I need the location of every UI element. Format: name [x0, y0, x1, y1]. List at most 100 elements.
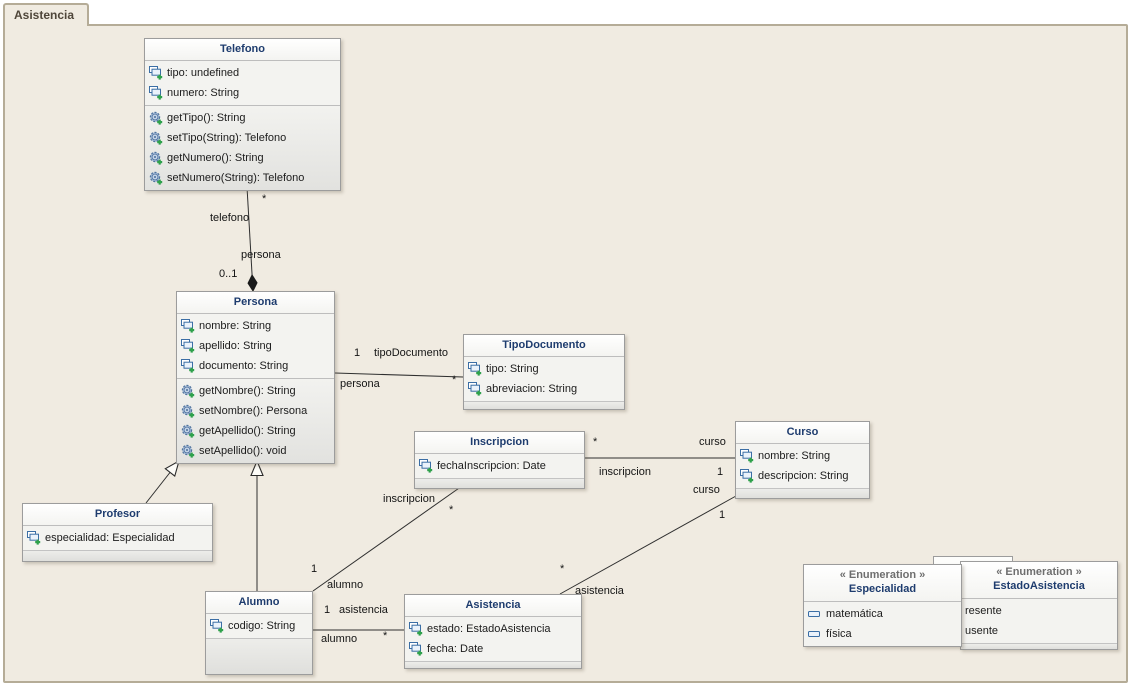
- attribute-row[interactable]: fecha: Date: [405, 639, 581, 659]
- class-persona[interactable]: Persona nombre: String apellido: String doc…: [176, 291, 335, 464]
- edge-label[interactable]: 1: [311, 563, 318, 575]
- member-label: descripcion: String: [758, 470, 849, 482]
- edge-label[interactable]: 1: [717, 466, 724, 478]
- class-title: Persona: [177, 292, 334, 314]
- operation-row[interactable]: getApellido(): String: [177, 421, 334, 441]
- operation-row[interactable]: setApellido(): void: [177, 441, 334, 461]
- operation-icon: [181, 424, 195, 438]
- edge-label[interactable]: *: [593, 436, 598, 448]
- edge-label[interactable]: inscripcion: [599, 466, 651, 478]
- edge-label[interactable]: asistencia: [575, 585, 624, 597]
- class-title: Profesor: [23, 504, 212, 526]
- edge-label[interactable]: *: [262, 193, 267, 205]
- attributes-compartment: tipo: undefined numero: String: [145, 61, 340, 105]
- enum-literal-row[interactable]: usente: [961, 621, 1117, 641]
- edge-label[interactable]: alumno: [327, 579, 364, 591]
- member-label: matemática: [826, 608, 883, 620]
- edge-label[interactable]: telefono: [210, 212, 250, 224]
- edge-label[interactable]: *: [383, 630, 388, 642]
- diagram-tab-label: Asistencia: [14, 8, 75, 22]
- edge-label[interactable]: persona: [340, 378, 380, 390]
- edge-label[interactable]: curso: [693, 484, 720, 496]
- edge-curso-asistencia[interactable]: [559, 495, 737, 595]
- empty-operations-compartment: [206, 638, 312, 674]
- operation-row[interactable]: setNombre(): Persona: [177, 401, 334, 421]
- edge-label[interactable]: 1: [324, 604, 331, 616]
- operation-row[interactable]: getNumero(): String: [145, 148, 340, 168]
- operation-icon: [181, 384, 195, 398]
- attribute-icon: [740, 469, 754, 483]
- member-label: apellido: String: [199, 340, 272, 352]
- attribute-row[interactable]: nombre: String: [177, 316, 334, 336]
- attribute-row[interactable]: numero: String: [145, 83, 340, 103]
- edge-label[interactable]: persona: [241, 249, 281, 261]
- attribute-row[interactable]: apellido: String: [177, 336, 334, 356]
- edge-alumno-inscripcion[interactable]: [312, 485, 463, 592]
- member-label: numero: String: [167, 87, 240, 99]
- operation-row[interactable]: setTipo(String): Telefono: [145, 128, 340, 148]
- attribute-icon: [740, 449, 754, 463]
- attribute-row[interactable]: documento: String: [177, 356, 334, 376]
- operation-row[interactable]: getTipo(): String: [145, 108, 340, 128]
- attribute-row[interactable]: codigo: String: [206, 616, 312, 636]
- attribute-row[interactable]: tipo: String: [464, 359, 624, 379]
- member-label: tipo: undefined: [167, 67, 240, 79]
- enum-especialidad[interactable]: « Enumeration »Especialidad matemática fís…: [803, 564, 962, 647]
- diagram-tab[interactable]: Asistencia: [3, 3, 89, 26]
- operation-row[interactable]: setNumero(String): Telefono: [145, 168, 340, 188]
- member-label: setNumero(String): Telefono: [167, 172, 305, 184]
- edge-label[interactable]: *: [449, 504, 454, 516]
- attribute-row[interactable]: descripcion: String: [736, 466, 869, 486]
- operation-icon: [149, 111, 163, 125]
- edge-label[interactable]: asistencia: [339, 604, 388, 616]
- edge-label[interactable]: alumno: [321, 633, 358, 645]
- edge-label[interactable]: *: [452, 374, 457, 386]
- member-label: getNombre(): String: [199, 385, 296, 397]
- attributes-compartment: codigo: String: [206, 614, 312, 638]
- attribute-row[interactable]: fechaInscripcion: Date: [415, 456, 584, 476]
- edge-persona-tipodocumento[interactable]: [334, 372, 464, 378]
- empty-operations-compartment: [405, 661, 581, 668]
- edge-label[interactable]: inscripcion: [383, 493, 435, 505]
- enum-literal-row[interactable]: resente: [961, 601, 1117, 621]
- edge-telefono-persona[interactable]: [246, 186, 253, 291]
- operation-icon: [181, 404, 195, 418]
- class-title: Alumno: [206, 592, 312, 614]
- edge-profesor-persona[interactable]: [145, 459, 180, 504]
- edge-label[interactable]: 1: [354, 347, 361, 359]
- empty-operations-compartment: [736, 488, 869, 498]
- attribute-icon: [419, 459, 433, 473]
- attribute-row[interactable]: tipo: undefined: [145, 63, 340, 83]
- edge-label[interactable]: 1: [719, 509, 726, 521]
- enum-literal-row[interactable]: matemática: [804, 604, 961, 624]
- class-title: Curso: [736, 422, 869, 444]
- edge-label[interactable]: tipoDocumento: [374, 347, 448, 359]
- edge-label[interactable]: *: [560, 563, 565, 575]
- enum-literal-row[interactable]: física: [804, 624, 961, 644]
- attribute-row[interactable]: abreviacion: String: [464, 379, 624, 399]
- attribute-row[interactable]: nombre: String: [736, 446, 869, 466]
- attribute-icon: [149, 66, 163, 80]
- member-label: getApellido(): String: [199, 425, 296, 437]
- edge-label[interactable]: curso: [699, 436, 726, 448]
- enum-header: « Enumeration »Especialidad: [804, 565, 961, 602]
- attributes-compartment: nombre: String apellido: String documento:…: [177, 314, 334, 378]
- member-label: nombre: String: [199, 320, 272, 332]
- attribute-row[interactable]: estado: EstadoAsistencia: [405, 619, 581, 639]
- operation-row[interactable]: getNombre(): String: [177, 381, 334, 401]
- member-label: setNombre(): Persona: [199, 405, 308, 417]
- member-label: getNumero(): String: [167, 152, 264, 164]
- edge-label[interactable]: 0..1: [219, 268, 238, 280]
- attribute-icon: [210, 619, 224, 633]
- attribute-row[interactable]: especialidad: Especialidad: [23, 528, 212, 548]
